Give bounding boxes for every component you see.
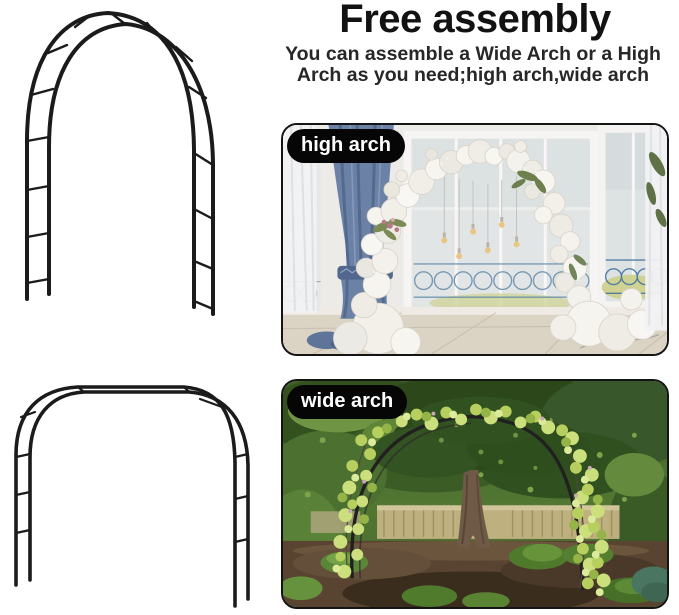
subtitle-line-2: Arch as you need;high arch,wide arch <box>296 63 650 86</box>
subtitle-line-1: You can assemble a Wide Arch or a High <box>285 43 661 65</box>
high-arch-photo-scene <box>283 125 667 354</box>
wide-arch-photo: wide arch <box>281 379 669 609</box>
page-title: Free assembly <box>339 0 611 41</box>
high-arch-label: high arch <box>287 129 406 163</box>
balcony-railing <box>413 263 590 298</box>
high-arch-photo: high arch <box>281 123 669 356</box>
high-arch-tubes <box>25 10 215 316</box>
wide-arch-rungs <box>14 385 250 544</box>
floral-accent-top <box>372 157 580 281</box>
floral-accent-left <box>372 217 407 241</box>
vine-leaves <box>332 403 611 597</box>
high-arch-line-drawing <box>25 10 215 316</box>
wide-arch-tubes <box>14 385 250 608</box>
wide-arch-label: wide arch <box>287 385 408 419</box>
high-arch-rungs <box>25 11 215 311</box>
subtitle: You can assemble a Wide Arch or a High A… <box>272 44 674 85</box>
pendant-lights <box>441 173 520 260</box>
ground-plants <box>283 543 667 607</box>
balloon-arch <box>333 139 658 354</box>
wide-arch-line-drawing <box>14 385 250 608</box>
floral-accent-right <box>568 254 587 281</box>
plant-sprig-right <box>646 152 667 227</box>
